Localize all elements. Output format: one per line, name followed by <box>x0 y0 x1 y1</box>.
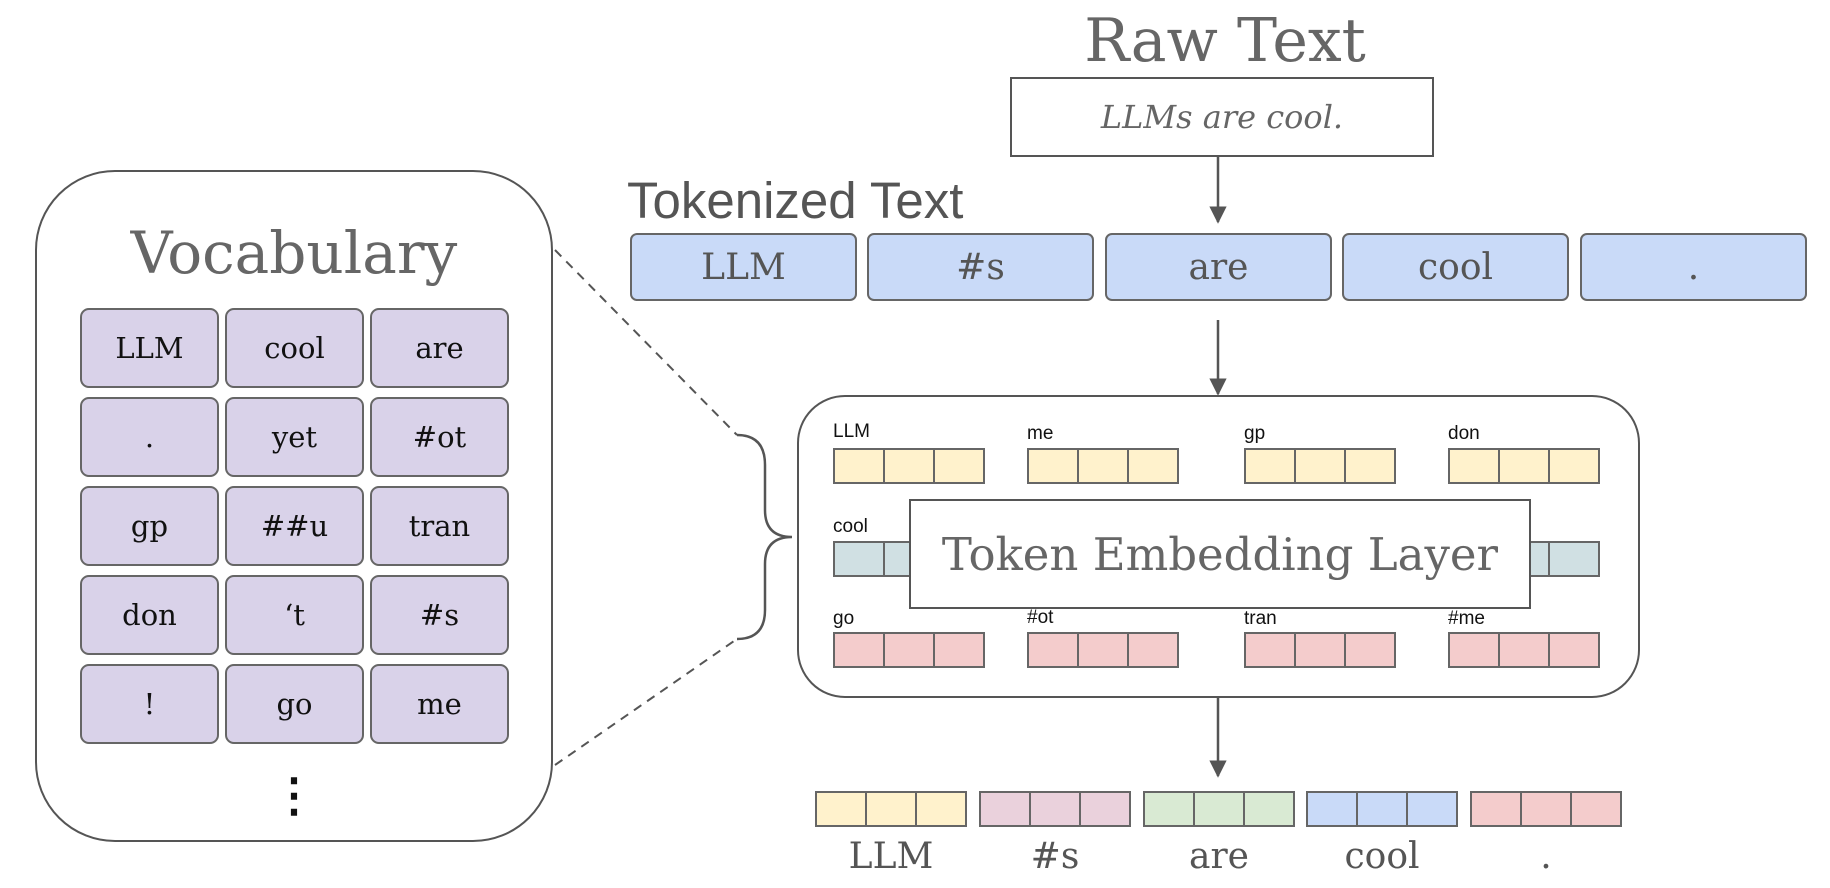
vocab-cell: ##u <box>225 486 364 566</box>
vocab-cell: me <box>370 664 509 744</box>
output-label: #s <box>1030 836 1080 877</box>
output-vector <box>1306 791 1458 827</box>
vocabulary-ellipsis: ⋮ <box>271 768 317 822</box>
token-llm: LLM <box>630 233 857 301</box>
token-period: . <box>1580 233 1807 301</box>
embedding-vector <box>1027 448 1179 484</box>
embedding-layer-title-box: Token Embedding Layer <box>909 499 1531 609</box>
vocab-cell: yet <box>225 397 364 477</box>
embedding-vector <box>1244 448 1396 484</box>
vocab-cell: tran <box>370 486 509 566</box>
embedding-vector <box>1027 632 1179 668</box>
raw-text-box: LLMs are cool. <box>1010 77 1434 157</box>
vocab-cell: ‘t <box>225 575 364 655</box>
vocabulary-title: Vocabulary <box>130 219 458 287</box>
embedding-label: LLM <box>833 421 870 442</box>
raw-text-sentence: LLMs are cool. <box>1100 98 1344 136</box>
vocab-cell: gp <box>80 486 219 566</box>
embedding-vector <box>1448 632 1600 668</box>
embedding-label: don <box>1448 423 1480 444</box>
output-label: LLM <box>848 836 934 877</box>
vocab-cell: cool <box>225 308 364 388</box>
raw-text-title: Raw Text <box>1084 6 1366 76</box>
vocab-cell: are <box>370 308 509 388</box>
vocab-cell: #ot <box>370 397 509 477</box>
token-cool: cool <box>1342 233 1569 301</box>
embedding-label: gp <box>1244 423 1266 444</box>
output-label: cool <box>1344 836 1420 877</box>
tokenized-text-title: Tokenized Text <box>627 172 964 229</box>
embedding-label: me <box>1027 423 1054 444</box>
dashed-line-top <box>554 249 738 436</box>
output-label: . <box>1540 836 1552 877</box>
embedding-label: cool <box>833 516 868 537</box>
curly-brace <box>736 433 793 641</box>
vocab-cell: ! <box>80 664 219 744</box>
output-vector <box>1143 791 1295 827</box>
embedding-label: go <box>833 608 855 629</box>
vocab-cell: go <box>225 664 364 744</box>
embedding-layer-title: Token Embedding Layer <box>941 527 1499 581</box>
embedding-vector <box>1448 448 1600 484</box>
vocab-cell: don <box>80 575 219 655</box>
embedding-vector <box>833 632 985 668</box>
vocab-cell: LLM <box>80 308 219 388</box>
embedding-label: tran <box>1244 608 1277 629</box>
output-vector <box>815 791 967 827</box>
embedding-label: #me <box>1448 608 1485 629</box>
embedding-label: #ot <box>1027 607 1054 628</box>
output-vector <box>1470 791 1622 827</box>
dashed-line-bottom <box>554 638 738 766</box>
vocab-cell: . <box>80 397 219 477</box>
token-s: #s <box>867 233 1094 301</box>
token-are: are <box>1105 233 1332 301</box>
output-vector <box>979 791 1131 827</box>
embedding-vector <box>833 448 985 484</box>
embedding-vector <box>1244 632 1396 668</box>
vocab-cell: #s <box>370 575 509 655</box>
output-label: are <box>1189 836 1249 877</box>
